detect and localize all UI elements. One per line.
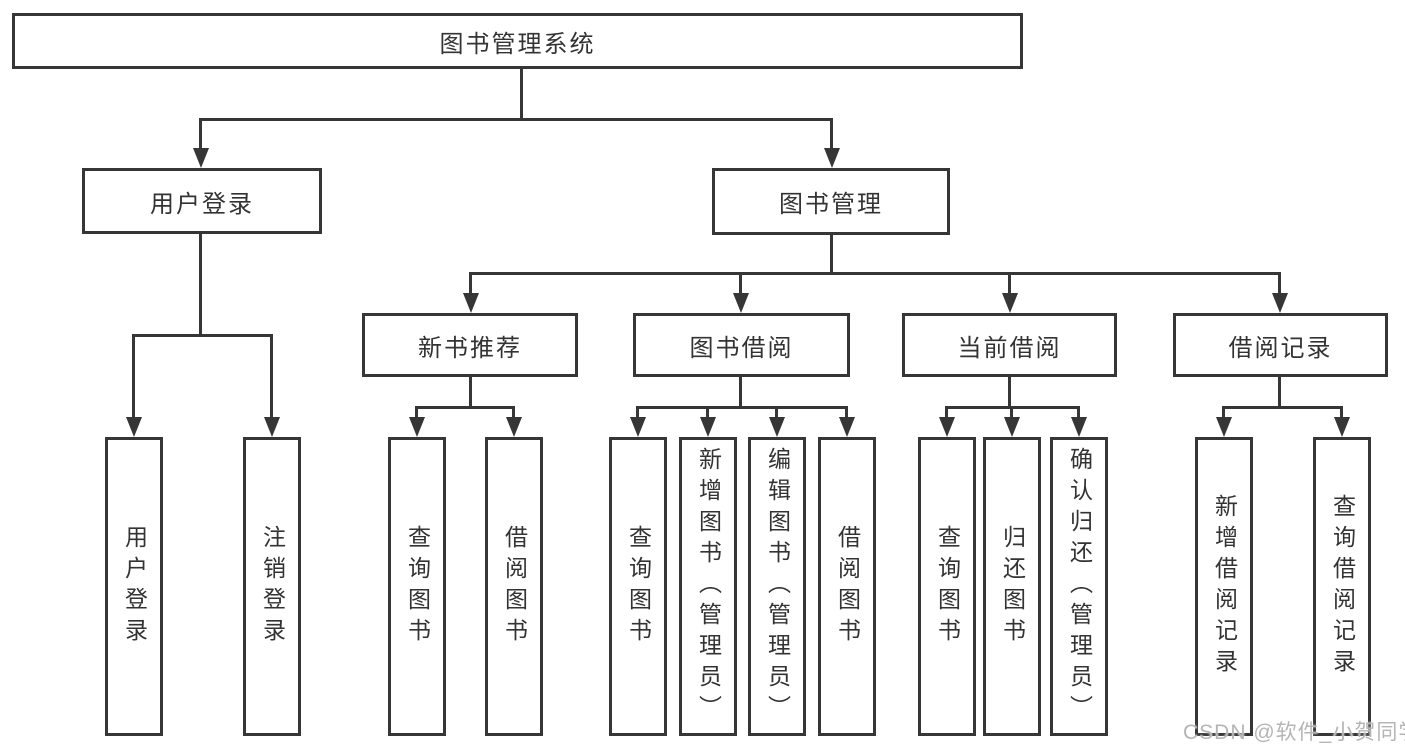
- leaf-add-borrow-record-label: 新增借阅记录: [1211, 493, 1238, 680]
- arrow-down-icon: [1002, 293, 1018, 313]
- connector-line: [706, 406, 709, 419]
- arrow-down-icon: [409, 417, 425, 437]
- leaf-add-books-admin-label: 新增图书（管理员）: [695, 447, 722, 726]
- arrow-down-icon: [939, 417, 955, 437]
- arrow-down-icon: [630, 417, 646, 437]
- leaf-query-books-recommend-label: 查询图书: [404, 524, 431, 649]
- arrow-down-icon: [839, 417, 855, 437]
- leaf-edit-books-admin-label: 编辑图书（管理员）: [764, 447, 791, 726]
- node-current-borrowing: 当前借阅: [902, 313, 1117, 377]
- arrow-down-icon: [126, 417, 142, 437]
- connector-line: [512, 406, 515, 419]
- node-library-system-label: 图书管理系统: [439, 30, 596, 58]
- arrow-down-icon: [824, 148, 840, 168]
- leaf-logout-label: 注销登录: [259, 524, 286, 649]
- connector-line: [520, 69, 523, 121]
- arrow-down-icon: [264, 417, 280, 437]
- arrow-down-icon: [506, 417, 522, 437]
- leaf-query-books-borrow: 查询图书: [609, 437, 667, 736]
- arrow-down-icon: [1334, 417, 1350, 437]
- connector-line: [1222, 406, 1342, 409]
- arrow-down-icon: [1216, 417, 1232, 437]
- arrow-down-icon: [1071, 417, 1087, 437]
- connector-line: [1222, 406, 1225, 419]
- leaf-user-login-label: 用户登录: [121, 524, 148, 649]
- leaf-borrow-books-label: 借阅图书: [834, 524, 861, 649]
- leaf-add-borrow-record: 新增借阅记录: [1195, 437, 1253, 736]
- connector-line: [636, 406, 847, 409]
- node-book-management-label: 图书管理: [779, 191, 883, 218]
- leaf-borrow-books: 借阅图书: [818, 437, 876, 736]
- node-new-book-recommendation: 新书推荐: [362, 313, 578, 377]
- node-borrowing-records: 借阅记录: [1173, 313, 1388, 377]
- connector-line: [132, 334, 273, 337]
- node-current-borrowing-label: 当前借阅: [957, 334, 1062, 362]
- leaf-query-borrow-record: 查询借阅记录: [1313, 437, 1371, 736]
- arrow-down-icon: [193, 148, 209, 168]
- arrow-down-icon: [733, 293, 749, 313]
- connector-line: [199, 118, 833, 121]
- node-new-book-recommendation-label: 新书推荐: [418, 334, 522, 362]
- connector-line: [775, 406, 778, 419]
- leaf-user-login: 用户登录: [105, 437, 163, 736]
- leaf-query-books-current-label: 查询图书: [934, 524, 961, 649]
- connector-line: [845, 406, 848, 419]
- arrow-down-icon: [700, 417, 716, 437]
- connector-line: [636, 406, 639, 419]
- connector-line: [945, 406, 948, 419]
- node-book-borrowing: 图书借阅: [633, 313, 850, 377]
- leaf-query-books-borrow-label: 查询图书: [625, 524, 652, 649]
- node-user-login: 用户登录: [82, 168, 322, 234]
- node-user-login-label: 用户登录: [150, 190, 254, 218]
- connector-line: [132, 334, 135, 417]
- leaf-query-borrow-record-label: 查询借阅记录: [1329, 493, 1356, 680]
- node-book-borrowing-label: 图书借阅: [689, 334, 794, 362]
- connector-line: [739, 272, 742, 293]
- node-borrowing-records-label: 借阅记录: [1228, 334, 1333, 362]
- arrow-down-icon: [1004, 417, 1020, 437]
- watermark-text: CSDN @软件_小贺同学: [1183, 721, 1405, 744]
- leaf-borrow-books-recommend-label: 借阅图书: [501, 524, 528, 649]
- connector-line: [830, 235, 833, 275]
- connector-line: [415, 406, 418, 419]
- leaf-query-books-recommend: 查询图书: [388, 437, 446, 736]
- connector-line: [270, 334, 273, 417]
- connector-line: [199, 233, 202, 337]
- leaf-edit-books-admin: 编辑图书（管理员）: [748, 437, 806, 736]
- connector-line: [1077, 406, 1080, 419]
- connector-line: [1008, 272, 1011, 293]
- connector-line: [199, 118, 202, 150]
- leaf-borrow-books-recommend: 借阅图书: [485, 437, 543, 736]
- connector-line: [469, 272, 472, 293]
- leaf-logout: 注销登录: [243, 437, 301, 736]
- connector-line: [739, 377, 742, 408]
- node-book-management: 图书管理: [712, 168, 950, 235]
- connector-line: [1010, 406, 1013, 419]
- connector-line: [469, 377, 472, 408]
- connector-line: [415, 406, 515, 409]
- leaf-add-books-admin: 新增图书（管理员）: [679, 437, 737, 736]
- connector-line: [1008, 377, 1011, 408]
- connector-line: [830, 118, 833, 150]
- leaf-return-books-label: 归还图书: [999, 524, 1026, 649]
- connector-line: [469, 272, 1281, 275]
- node-library-system: 图书管理系统: [12, 13, 1023, 69]
- leaf-return-books: 归还图书: [983, 437, 1041, 736]
- leaf-confirm-return-admin-label: 确认归还（管理员）: [1066, 447, 1093, 726]
- connector-line: [1340, 406, 1343, 419]
- connector-line: [1278, 272, 1281, 293]
- arrow-down-icon: [769, 417, 785, 437]
- connector-line: [1278, 377, 1281, 408]
- arrow-down-icon: [1272, 293, 1288, 313]
- leaf-query-books-current: 查询图书: [918, 437, 976, 736]
- arrow-down-icon: [463, 293, 479, 313]
- leaf-confirm-return-admin: 确认归还（管理员）: [1050, 437, 1108, 736]
